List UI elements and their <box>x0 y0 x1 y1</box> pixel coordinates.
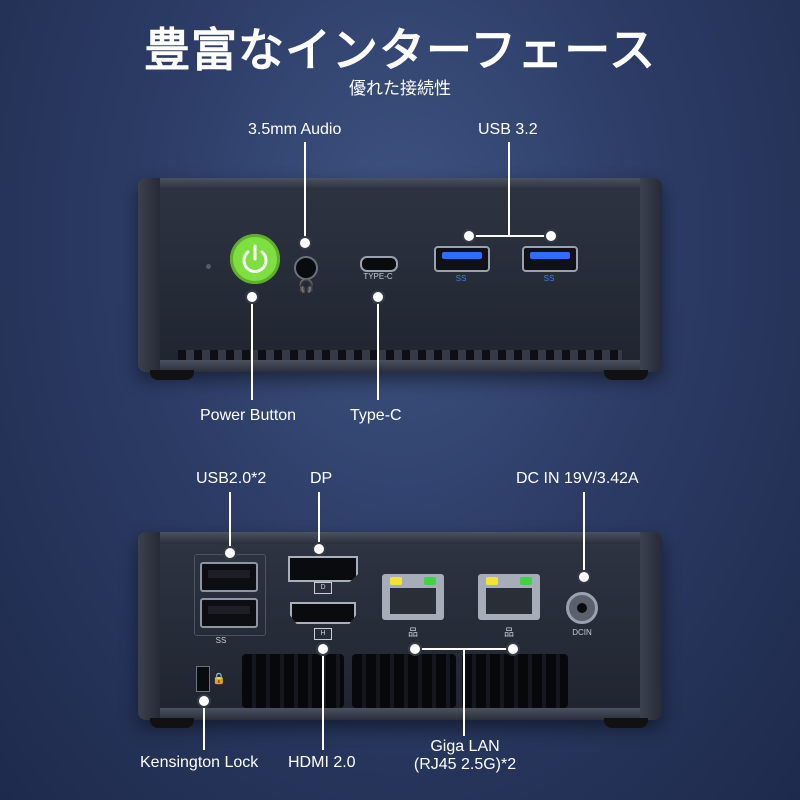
ss-icon-2: SS <box>543 274 555 283</box>
foot-left-top <box>150 370 194 380</box>
typec-leader-dot <box>371 290 385 304</box>
dp-icon: D <box>314 582 332 594</box>
typec-label: Type-C <box>350 407 402 424</box>
ss-icon-rear: SS <box>215 636 227 645</box>
led-green <box>424 577 436 585</box>
power-leader-dot <box>245 290 259 304</box>
lan-leader-dot-2 <box>506 642 520 656</box>
hdmi-port[interactable] <box>290 602 356 624</box>
usb32-leader <box>508 142 510 236</box>
usb32-leader-dot-1 <box>462 229 476 243</box>
audio-label: 3.5mm Audio <box>248 121 342 138</box>
dp-port[interactable] <box>288 556 358 582</box>
bottom-rail <box>138 708 662 720</box>
foot-right-bottom <box>604 718 648 728</box>
page-title: 豊富なインターフェース <box>144 23 656 77</box>
dcin-text: DCIN <box>572 628 592 637</box>
kensington-leader-dot <box>197 694 211 708</box>
dc-in-jack[interactable] <box>566 592 598 624</box>
lan-label-line1: Giga LAN <box>430 738 500 755</box>
usb20-port-2[interactable] <box>200 598 258 628</box>
usb32-label: USB 3.2 <box>478 121 538 138</box>
dp-label: DP <box>310 470 333 487</box>
hdmi-leader-dot <box>316 642 330 656</box>
dp-leader-dot <box>312 542 326 556</box>
dc-label: DC IN 19V/3.42A <box>516 470 639 487</box>
top-rail <box>138 178 662 190</box>
rear-vent-3 <box>462 654 568 708</box>
typec-port-text: TYPE-C <box>363 272 393 281</box>
top-rail <box>138 532 662 544</box>
usb32-port-1[interactable] <box>434 246 490 272</box>
kensington-label: Kensington Lock <box>140 754 259 771</box>
dc-leader <box>583 492 585 574</box>
usb32-leader-horizontal <box>470 235 550 237</box>
hdmi-leader <box>322 648 324 750</box>
foot-left-bottom <box>150 718 194 728</box>
power-icon <box>242 244 268 273</box>
lan-label: Giga LAN (RJ45 2.5G)*2 <box>400 738 530 774</box>
usb20-port-1[interactable] <box>200 562 258 592</box>
side-left <box>138 532 160 720</box>
audio-leader <box>304 142 306 242</box>
hdmi-icon: H <box>314 628 332 640</box>
typec-leader <box>377 296 379 400</box>
usb32-leader-dot-2 <box>544 229 558 243</box>
rear-vent-1 <box>242 654 344 708</box>
lan-port-2[interactable] <box>478 574 540 620</box>
network-icon-1: 品 <box>408 628 418 639</box>
side-right <box>640 178 662 372</box>
lan-label-line2: (RJ45 2.5G)*2 <box>413 756 517 773</box>
usb32-port-2[interactable] <box>522 246 578 272</box>
audio-jack[interactable] <box>294 256 318 280</box>
side-right <box>640 532 662 720</box>
dp-leader <box>318 492 320 548</box>
ss-icon-1: SS <box>455 274 467 283</box>
lock-icon: 🔒 <box>212 673 226 685</box>
led-yellow <box>390 577 402 585</box>
hdmi-label: HDMI 2.0 <box>288 754 356 771</box>
power-button[interactable] <box>230 234 280 284</box>
side-left <box>138 178 160 372</box>
power-leader <box>251 296 253 400</box>
usb20-leader-dot <box>223 546 237 560</box>
usb20-leader <box>229 492 231 552</box>
power-label: Power Button <box>200 407 297 424</box>
foot-right-top <box>604 370 648 380</box>
indicator-light <box>206 264 211 269</box>
audio-leader-dot <box>298 236 312 250</box>
network-icon-2: 品 <box>504 628 514 639</box>
usb20-label: USB2.0*2 <box>196 470 267 487</box>
rear-vent-2 <box>352 654 456 708</box>
device-rear-view: SS D H 品 品 DCIN 🔒 <box>138 532 662 720</box>
lan-leader-dot-1 <box>408 642 422 656</box>
front-vents <box>178 350 622 360</box>
headphone-icon: 🎧 <box>298 278 315 293</box>
lan-port-1[interactable] <box>382 574 444 620</box>
typec-port[interactable] <box>360 256 398 272</box>
device-front-view: 🎧 TYPE-C SS SS <box>138 178 662 372</box>
bottom-rail <box>138 360 662 372</box>
kensington-slot[interactable] <box>196 666 210 692</box>
kensington-leader <box>203 700 205 750</box>
led-yellow <box>486 577 498 585</box>
led-green <box>520 577 532 585</box>
dc-leader-dot <box>577 570 591 584</box>
page-subtitle: 優れた接続性 <box>349 79 451 99</box>
lan-leader <box>463 648 465 736</box>
